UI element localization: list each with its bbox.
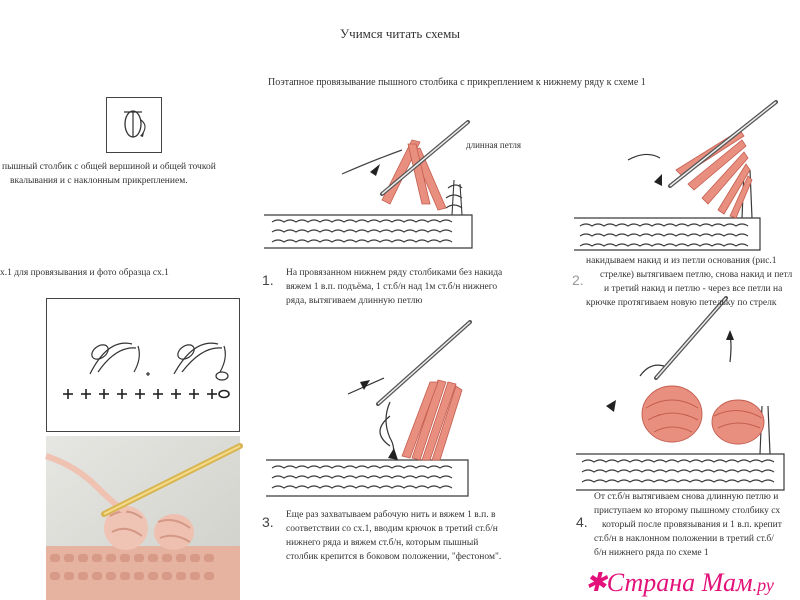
step-text-line: накидываем накид и из петли основания (р…: [586, 256, 777, 266]
step-1-diagram: [264, 120, 473, 249]
step-text-line: соответствии со сх.1, вводим крючок в тр…: [286, 524, 498, 534]
watermark-text: Страна Мам: [606, 568, 753, 597]
long-loop-label: длинная петля: [466, 140, 522, 150]
step-3-number: 3.: [262, 514, 274, 530]
symbol-description: пышный столбик с общей вершиной и общей …: [2, 160, 252, 188]
step-text-line: б/н нижнего ряда по схеме 1: [594, 548, 709, 558]
step-2-number: 2.: [572, 272, 584, 288]
step-1-text: На провязанном нижнем ряду столбиками бе…: [286, 266, 546, 308]
site-watermark: ✱Страна Мам.ру: [585, 568, 774, 598]
step-text-line: Еще раз захватываем рабочую нить и вяжем…: [286, 510, 496, 520]
step-4-number: 4.: [576, 514, 588, 530]
step-3-text: Еще раз захватываем рабочую нить и вяжем…: [286, 508, 556, 564]
scheme-base-row: [63, 389, 230, 399]
step-text-line: нижнего ряда и вяжем ст.б/н, которым пыш…: [286, 538, 479, 548]
step-2-text: накидываем накид и из петли основания (р…: [580, 254, 800, 310]
step-2-diagram: [574, 100, 778, 251]
page-subtitle: Поэтапное провязывание пышного столбика …: [268, 77, 646, 88]
step-text-line: ст.б/н в наклонном положении в третий ст…: [594, 534, 774, 544]
watermark-star-icon: ✱: [585, 568, 607, 597]
watermark-suffix: .ру: [752, 575, 774, 595]
step-text-line: ряда, вытягиваем длинную петлю: [286, 296, 423, 306]
step-text-line: стрелке) вытягиваем петлю, снова накид и…: [600, 270, 793, 280]
symbol-description-line: вкалывания и с наклонным прикреплением.: [10, 176, 188, 186]
step-3-diagram: [266, 320, 472, 497]
step-text-line: приступаем ко второму пышному столбику с…: [594, 506, 781, 516]
step-text-line: крючке протягиваем новую петельку по стр…: [586, 298, 777, 308]
step-1-number: 1.: [262, 272, 274, 288]
crochet-scheme-diagram: [46, 298, 240, 432]
stitch-symbol-box: [106, 97, 162, 153]
step-text-line: От ст.б/н вытягиваем снова длинную петлю…: [594, 492, 779, 502]
step-text-line: На провязанном нижнем ряду столбиками бе…: [286, 268, 503, 278]
step-4-diagram: [576, 296, 785, 491]
step-text-line: столбик крепится в боковом положении, "ф…: [286, 552, 502, 562]
step-text-line: который после провязывания и 1 в.п. креп…: [602, 520, 782, 530]
step-4-text: От ст.б/н вытягиваем снова длинную петлю…: [594, 490, 800, 560]
step-text-line: вяжем 1 в.п. подъёма, 1 ст.б/н над 1м ст…: [286, 282, 498, 292]
step-text-line: и третий накид и петлю - через все петли…: [604, 284, 783, 294]
puff-stitch-symbol-icon: [124, 110, 146, 138]
scheme-caption: х.1 для провязывания и фото образца сх.1: [0, 268, 169, 278]
page-title: Учимся читать схемы: [339, 26, 461, 41]
symbol-description-line: пышный столбик с общей вершиной и общей …: [2, 162, 216, 172]
sample-photo: [45, 436, 243, 600]
